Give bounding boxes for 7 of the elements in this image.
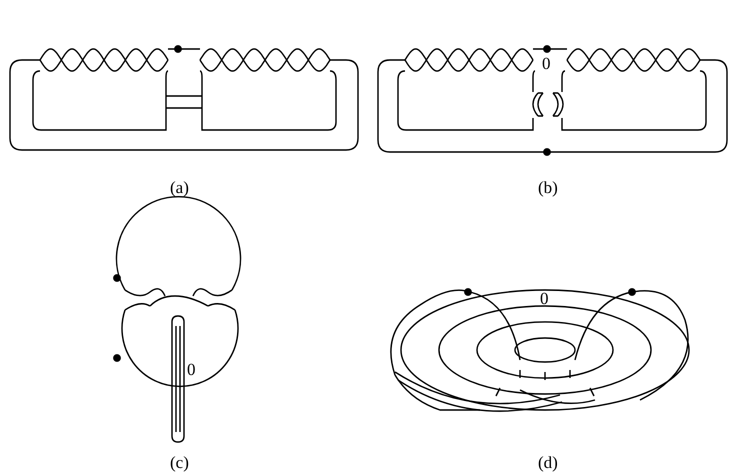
panel-label: (d) [538,454,558,472]
framing-label: 0 [187,361,196,379]
framing-label: 0 [540,290,548,308]
panel-label: (c) [170,454,189,472]
panel-label: (b) [538,179,558,197]
panel-label: (a) [170,179,189,197]
framing-label: 0 [542,55,550,73]
